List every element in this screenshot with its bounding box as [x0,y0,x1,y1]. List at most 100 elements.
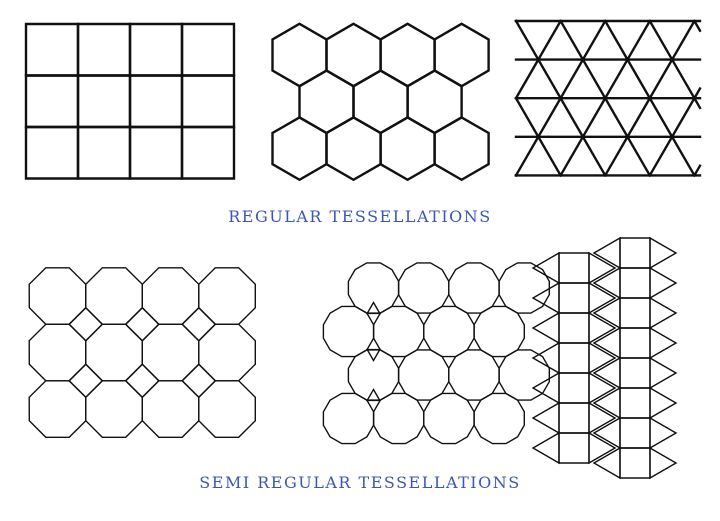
square-tile [180,22,236,77]
triangle-tile [588,251,617,285]
triangle-tile [592,296,621,330]
square-tile [558,282,590,314]
regular-tessellations-caption: REGULAR TESSELLATIONS [228,207,492,226]
dodecagon-tile [423,305,475,358]
square-tile [619,387,651,419]
square-tile [128,22,184,77]
square-tile [24,22,80,77]
dodecagon-triangle-tessellation [322,262,550,445]
triangle-tile [531,371,560,405]
triangle-tile [531,311,560,345]
square-tile [619,357,651,389]
square-tile [128,74,184,129]
triangle-edge [514,19,563,100]
triangle-tile [592,236,621,270]
triangle-tile [592,356,621,390]
dodecagon-tile [397,349,450,401]
hexagon-tile [379,116,436,182]
triangle-tile [531,401,560,435]
hexagon-tile [325,22,382,88]
triangle-tile [588,311,617,345]
triangle-tile [365,301,382,315]
semi-regular-tessellations-caption: SEMI REGULAR TESSELLATIONS [199,473,521,492]
dodecagon-tile [322,305,375,358]
dodecagon-tile [448,349,500,401]
triangle-edge [514,19,607,178]
square-tile [128,125,184,180]
dodecagon-tile [322,392,375,445]
triangle-tile [649,326,678,360]
triangle-tile [365,388,382,402]
triangle-tile [592,416,621,450]
square-tile [181,306,217,342]
dodecagon-tile [372,392,425,445]
triangle-tile [588,341,617,375]
square-tile [124,363,160,399]
square-tile [619,417,651,449]
square-tile [558,252,590,284]
triangle-tile [592,266,621,300]
square-tile [68,363,104,399]
hexagon-tile [352,69,409,135]
square-tile [76,74,132,129]
square-tile [76,22,132,77]
triangle-tile [649,296,678,330]
triangle-tile [365,348,382,362]
hexagon-tile [325,116,382,182]
dodecagon-tile [347,262,400,314]
triangle-tile [649,266,678,300]
hexagon-tessellation [271,22,490,182]
square-tile [180,125,236,180]
square-tile [180,74,236,129]
square-tile [558,402,590,434]
triangle-tile [649,416,678,450]
triangle-tile [531,431,560,465]
triangle-tile [592,386,621,420]
square-tessellation [24,22,236,180]
hexagon-tile [271,22,328,88]
triangle-edge [692,164,702,178]
square-tile [68,306,104,342]
triangle-tile [588,431,617,465]
square-tile [24,125,80,180]
triangle-tile [592,446,621,480]
hexagon-tile [433,116,490,182]
dodecagon-tile [372,305,425,358]
triangle-tile [649,356,678,390]
triangle-edge [603,19,697,178]
triangle-tile [531,281,560,315]
triangle-tile [588,371,617,405]
square-tile [619,327,651,359]
square-tile [619,267,651,299]
octagon-square-tessellation [28,267,257,438]
square-tile [619,237,651,269]
hexagon-tile [433,22,490,88]
triangle-tile [588,281,617,315]
triangle-tile [531,341,560,375]
dodecagon-tile [498,349,550,401]
square-triangle-tessellation [531,236,678,480]
dodecagon-tile [397,262,450,314]
square-tile [124,306,160,342]
dodecagon-tile [347,349,400,401]
triangle-tessellation [514,19,702,178]
square-tile [558,312,590,344]
square-tile [558,372,590,404]
dodecagon-tile [498,262,550,314]
triangle-edge [648,86,702,178]
triangle-edge [558,19,652,178]
triangle-edge [692,19,702,33]
square-tile [619,297,651,329]
triangle-tile [592,326,621,360]
square-tile [76,125,132,180]
dodecagon-tile [473,392,525,445]
triangle-tile [588,401,617,435]
hexagon-tile [298,69,355,135]
dodecagon-tile [473,305,525,358]
hexagon-tile [379,22,436,88]
hexagon-tile [406,69,463,135]
square-tile [24,74,80,129]
triangle-tile [531,251,560,285]
triangle-edge [648,19,702,110]
